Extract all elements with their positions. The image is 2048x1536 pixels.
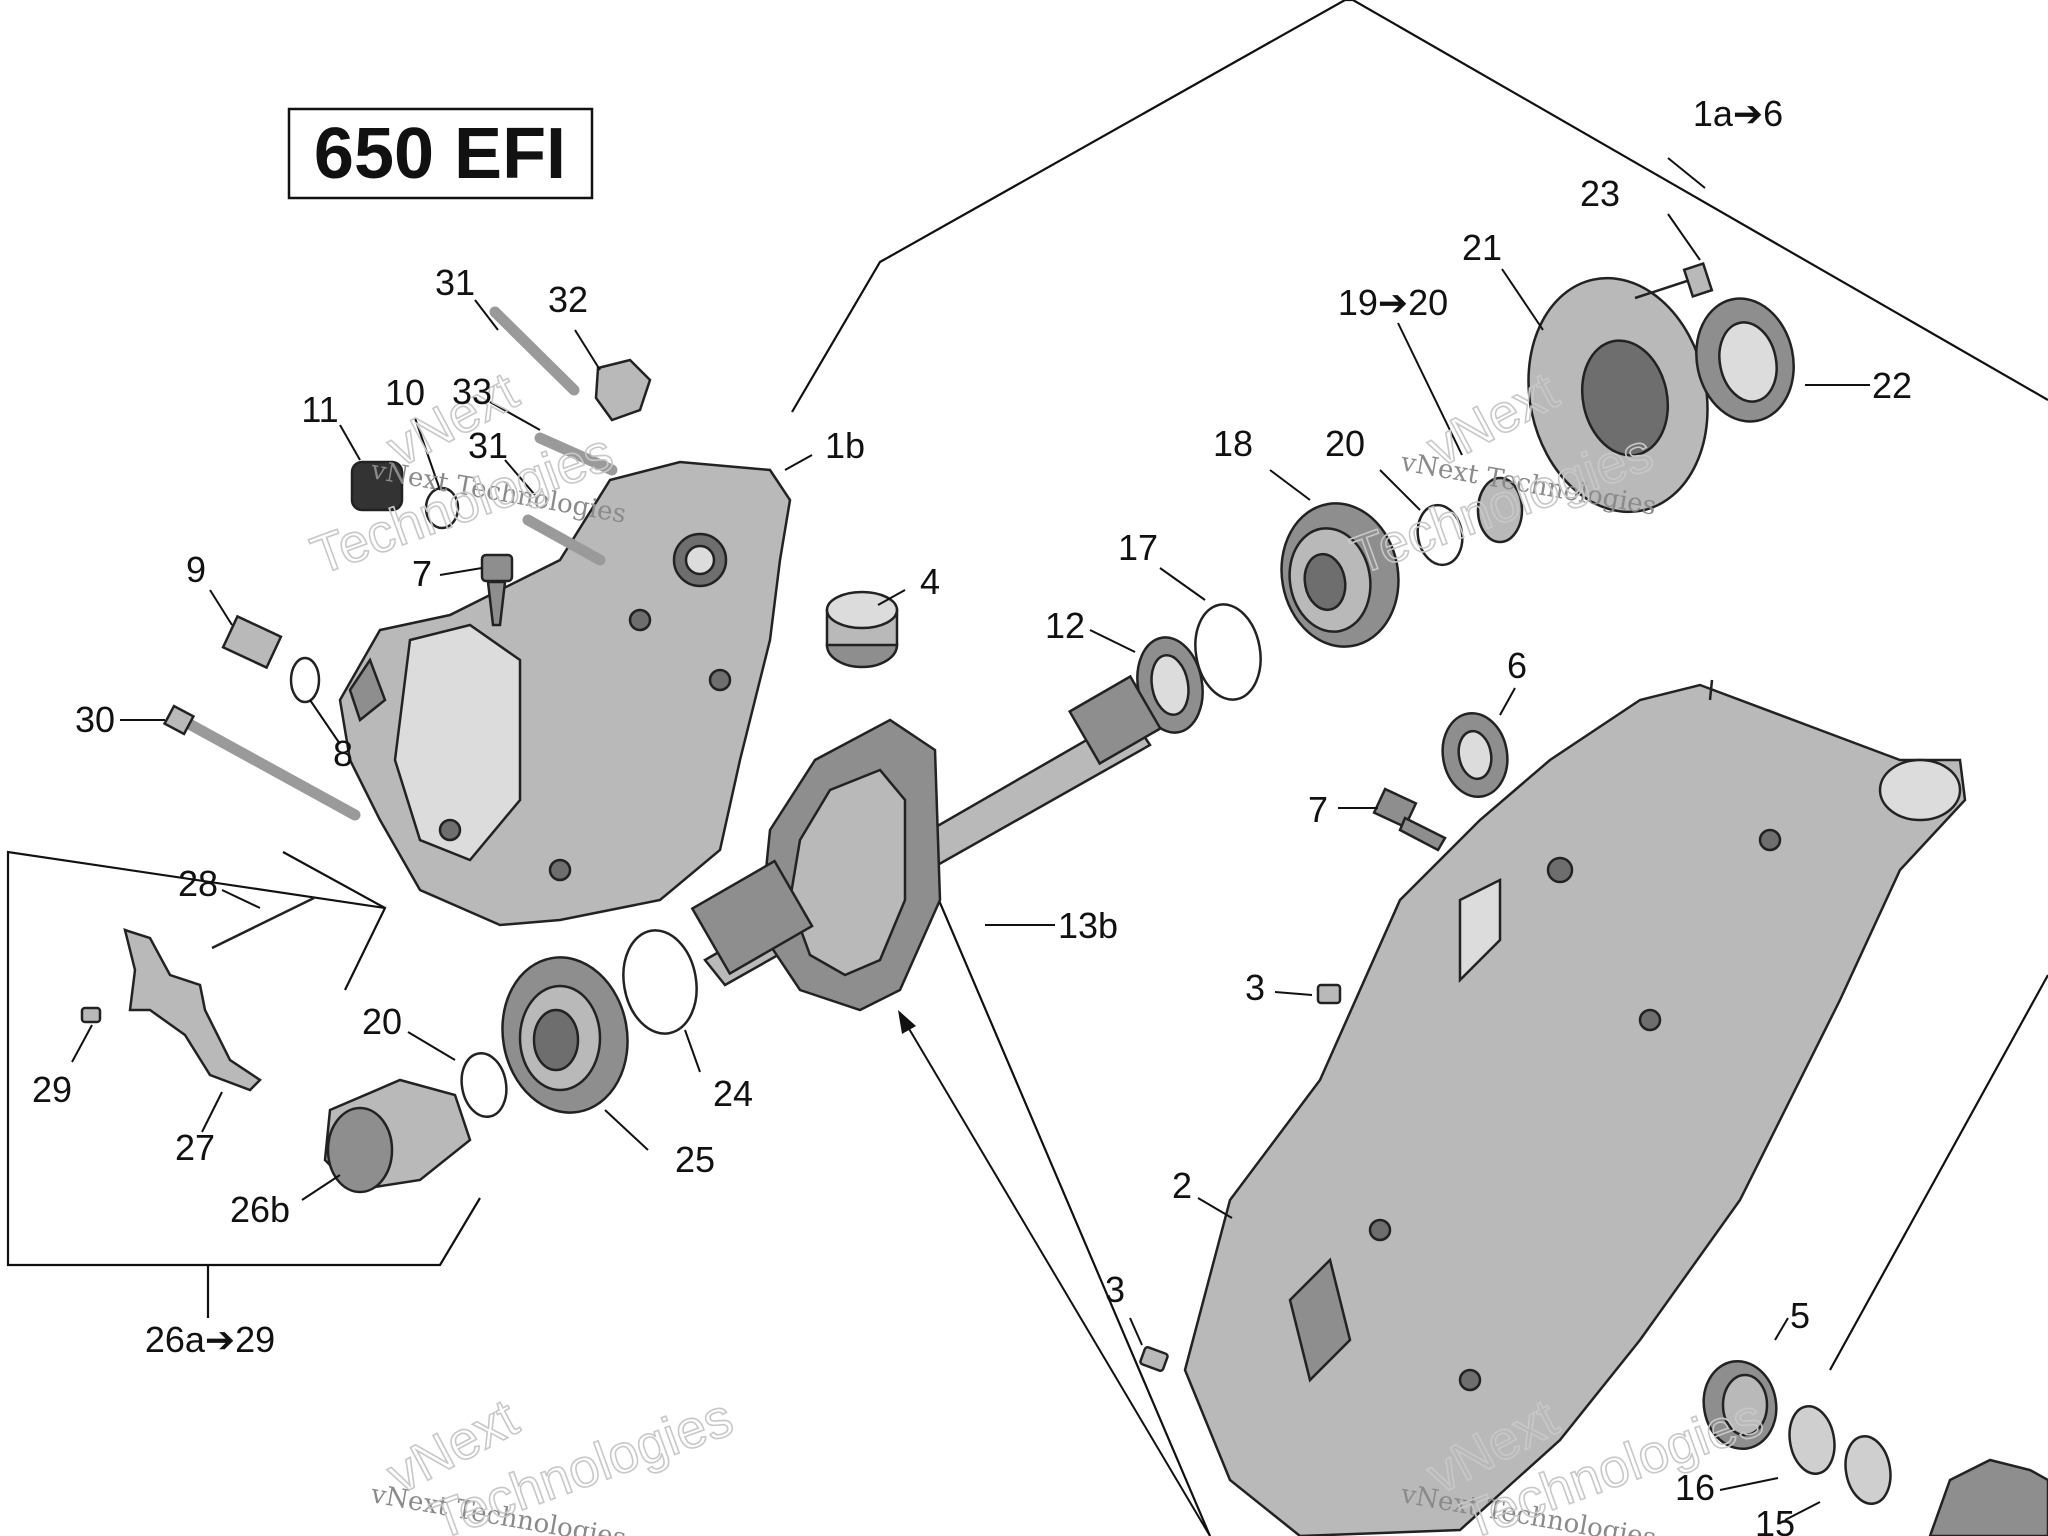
bolt-23 [1634,262,1714,300]
callout-13b: 13b [1058,905,1118,946]
output-shaft-gear-13b [690,674,1163,1012]
assembly-bracket-right-edge [1829,974,2048,1371]
callout-31-lower: 31 [468,425,508,466]
callout-16: 16 [1675,1467,1715,1508]
bearing-18 [1280,502,1400,648]
callout-32: 32 [548,279,588,320]
retaining-ring-20-lower [460,1052,508,1118]
callout-26b: 26b [230,1189,290,1230]
title-label: 650 EFI [314,114,566,194]
sensor-7-right [1372,787,1447,852]
callout-17: 17 [1118,527,1158,568]
callout-6: 6 [1507,645,1527,686]
washer-10 [424,486,460,530]
washer-16 [1788,1405,1836,1475]
oil-seal-6 [1441,712,1509,798]
bearing-plate-21 [1527,276,1709,514]
pinion-gear-corner [1928,1458,2048,1536]
callout-3-lower: 3 [1105,1269,1125,1310]
callout-3-upper: 3 [1245,967,1265,1008]
bearing-25 [501,956,629,1114]
shim-17 [1194,603,1262,701]
bolt-30 [162,704,361,821]
right-housing-2 [1183,679,1967,1536]
bracket-32 [594,358,652,422]
oil-seal-22 [1695,297,1795,423]
sleeve-19 [1476,476,1524,544]
oil-seal-24 [622,929,698,1035]
bushing-4 [825,590,899,669]
left-housing-1b [338,460,792,927]
callout-20-upper: 20 [1325,423,1365,464]
callout-18: 18 [1213,423,1253,464]
plug-11 [350,460,404,512]
callout-19-20: 19➔20 [1338,282,1448,323]
callout-28: 28 [178,863,218,904]
callout-31-upper: 31 [435,262,475,303]
bushing-5 [1702,1359,1778,1451]
title-box: 650 EFI [287,107,594,200]
callout-21: 21 [1462,227,1502,268]
assembly-bracket-1a-6 [791,0,2048,413]
callout-2: 2 [1172,1165,1192,1206]
pin-29 [80,1006,102,1024]
shift-shaft-28 [211,896,315,950]
callout-8: 8 [333,733,353,774]
callout-26a-29: 26a➔29 [145,1319,275,1360]
dowel-pin-3-upper [1316,983,1342,1005]
callout-29: 29 [32,1069,72,1110]
callout-24: 24 [713,1073,753,1114]
leader-lines [71,157,1870,1536]
callout-15: 15 [1755,1503,1795,1536]
callout-11: 11 [301,389,338,430]
callout-20-lower: 20 [362,1001,402,1042]
callout-25: 25 [675,1139,715,1180]
callout-30: 30 [75,699,115,740]
kit-bracket-26a-29 [6,850,481,1267]
callout-7-right: 7 [1308,789,1328,830]
sliding-sleeve-26b [323,1078,472,1194]
fitting-9 [221,614,283,670]
callout-12: 12 [1045,605,1085,646]
callout-33: 33 [452,371,492,412]
callout-22: 22 [1872,365,1912,406]
callout-23: 23 [1580,173,1620,214]
callout-10: 10 [385,372,425,413]
washer-15 [1844,1435,1892,1505]
bolt-31-upper [489,306,580,396]
retaining-ring-20-upper [1416,503,1464,567]
callout-1b: 1b [825,425,865,466]
callout-1a-6: 1a➔6 [1693,93,1783,134]
callout-7-left: 7 [412,553,432,594]
dowel-pin-3-lower [1139,1346,1169,1372]
bolt-33 [534,432,618,476]
callout-5: 5 [1790,1295,1810,1336]
callout-4: 4 [920,561,940,602]
callout-9: 9 [186,549,206,590]
callout-labels: 1a➔6 23 21 19➔20 22 18 20 17 12 6 7 13b … [32,93,1912,1536]
kit-bracket-top-edge [282,851,387,991]
callout-27: 27 [175,1127,215,1168]
oil-seal-12 [1136,636,1204,734]
o-ring-8 [289,656,321,704]
shift-fork-27 [123,928,262,1092]
bolt-31-lower [522,514,606,566]
